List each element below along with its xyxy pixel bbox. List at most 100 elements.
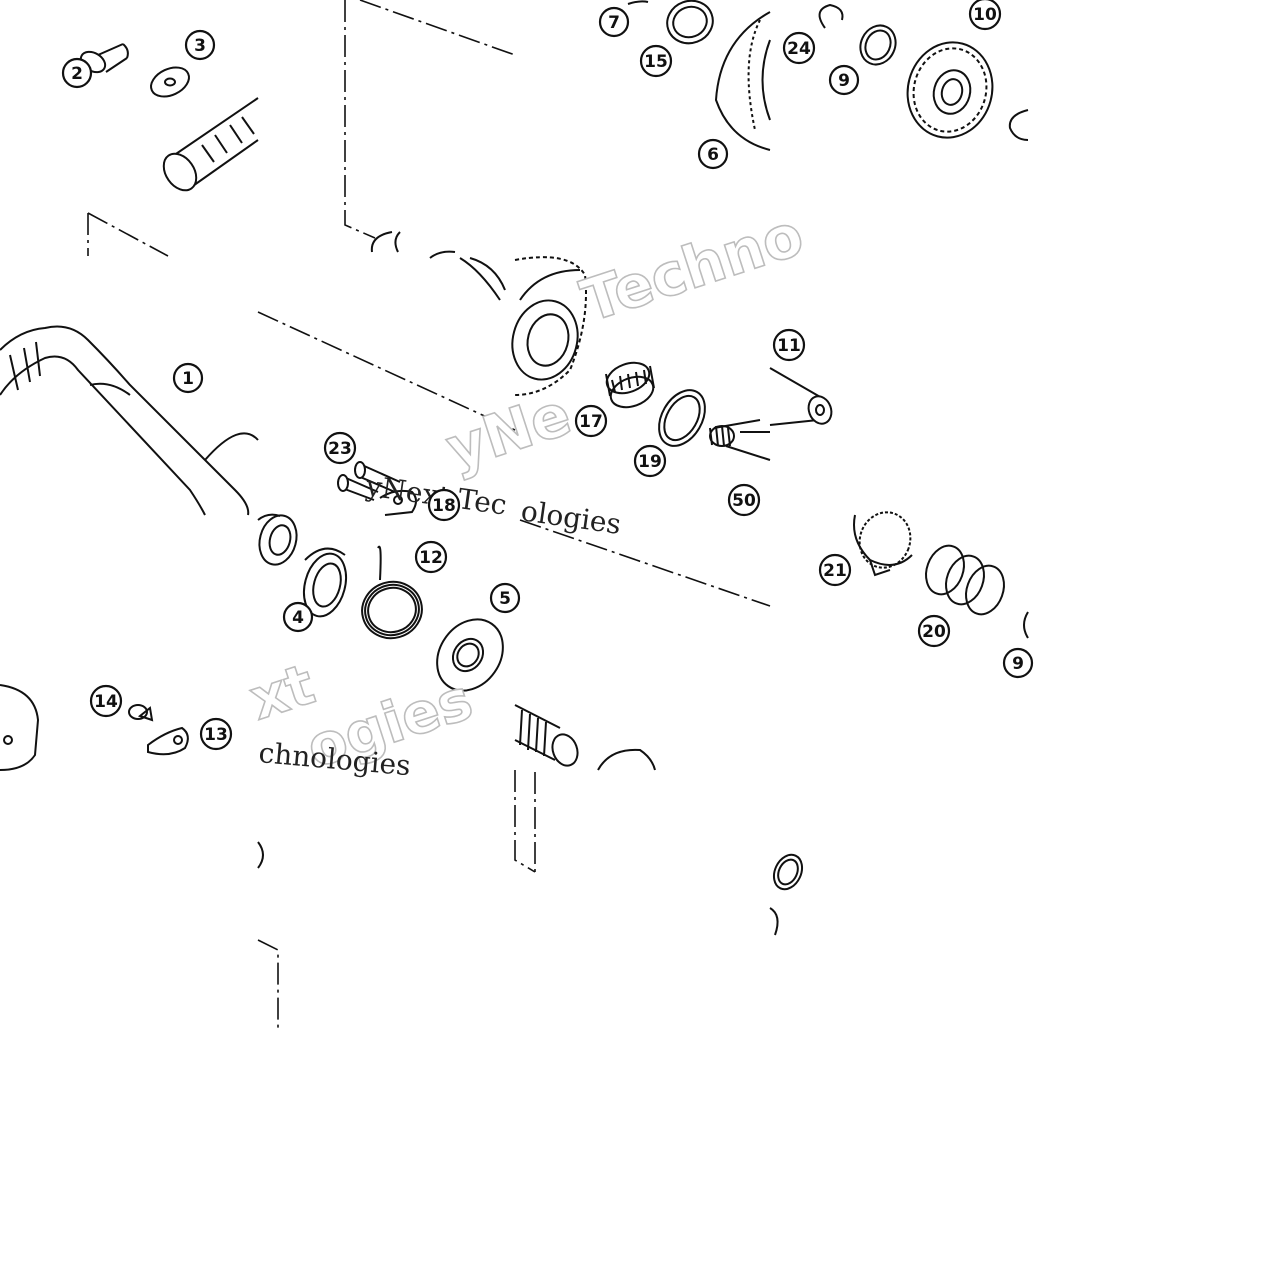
callout-label: 13 xyxy=(204,725,228,745)
circlip-part xyxy=(818,3,844,29)
callout-circle xyxy=(199,717,233,751)
bolt-part xyxy=(128,704,189,756)
circlip-part xyxy=(627,0,649,5)
callout-circle xyxy=(772,328,806,362)
part-callout-p3: 3 xyxy=(184,29,216,61)
callout-circle xyxy=(184,29,216,61)
callout-label: 3 xyxy=(194,36,206,56)
bearing-part xyxy=(257,513,298,566)
washer-part xyxy=(1023,611,1029,639)
gear-part xyxy=(429,250,587,396)
callout-circle xyxy=(282,601,314,633)
callout-circle xyxy=(633,444,667,478)
callout-circle xyxy=(917,614,951,648)
watermark-text: yNe xyxy=(438,380,579,484)
part-callout-p9b: 9 xyxy=(1002,647,1034,679)
callout-circle xyxy=(89,684,123,718)
part-callout-p17: 17 xyxy=(574,404,608,438)
part-callout-p11: 11 xyxy=(772,328,806,362)
callout-circle xyxy=(172,362,204,394)
spline-shaft-part xyxy=(514,704,656,771)
part-callout-p50: 50 xyxy=(727,483,761,517)
callout-circle xyxy=(598,6,630,38)
washer-part xyxy=(658,389,706,447)
callout-circle xyxy=(639,44,673,78)
part-callout-p21: 21 xyxy=(818,553,852,587)
callout-label: 17 xyxy=(579,412,603,432)
callout-label: 50 xyxy=(732,491,756,511)
part-callout-p13: 13 xyxy=(199,717,233,751)
callout-label: 15 xyxy=(644,52,668,72)
part-callout-p2: 2 xyxy=(61,57,93,89)
tube-part xyxy=(769,367,833,426)
washer-part xyxy=(436,618,504,692)
callout-circle xyxy=(427,488,461,522)
watermark: Techno yNe xt ogies yNext Tec ologies ch… xyxy=(241,199,812,782)
callout-circle xyxy=(323,431,357,465)
part-callout-p10: 10 xyxy=(968,0,1002,31)
washer-part xyxy=(150,66,190,98)
part-callout-p19: 19 xyxy=(633,444,667,478)
callout-circle xyxy=(727,483,761,517)
callout-label: 4 xyxy=(292,608,304,628)
shaft-part xyxy=(709,419,771,461)
callout-label: 12 xyxy=(419,548,443,568)
needle-bearing-part xyxy=(605,361,655,409)
callout-label: 9 xyxy=(1012,654,1024,674)
callout-label: 2 xyxy=(71,64,83,84)
part-callout-p7: 7 xyxy=(598,6,630,38)
callout-circle xyxy=(697,138,729,170)
part-callout-p9a: 9 xyxy=(828,64,860,96)
ring-part xyxy=(666,0,714,45)
gear-part xyxy=(906,41,994,139)
callout-label: 10 xyxy=(973,5,997,25)
callout-label: 7 xyxy=(608,13,620,33)
part-callout-p18: 18 xyxy=(427,488,461,522)
callout-label: 1 xyxy=(182,369,194,389)
bolt-part xyxy=(337,461,417,516)
callout-label: 24 xyxy=(787,39,811,59)
kick-lever-part xyxy=(0,325,259,771)
part-callout-p20: 20 xyxy=(917,614,951,648)
part-callout-p23: 23 xyxy=(323,431,357,465)
watermark-text: Techno xyxy=(573,200,811,335)
spring-part xyxy=(925,544,1005,616)
callout-label: 23 xyxy=(328,439,352,459)
part-callout-p4: 4 xyxy=(282,601,314,633)
part-callout-p12: 12 xyxy=(414,540,448,574)
callout-circle xyxy=(968,0,1002,31)
callout-circle xyxy=(574,404,608,438)
callout-circle xyxy=(828,64,860,96)
callout-label: 9 xyxy=(838,71,850,91)
callout-circle xyxy=(61,57,93,89)
callout-label: 5 xyxy=(499,589,511,609)
washer-part xyxy=(859,24,897,66)
part-callout-p24: 24 xyxy=(782,31,816,65)
sleeve-part xyxy=(1008,109,1029,141)
callout-circle xyxy=(782,31,816,65)
assembly-dash-lines xyxy=(87,0,771,1028)
callout-circle xyxy=(489,582,521,614)
callout-label: 18 xyxy=(432,496,456,516)
callout-circle xyxy=(1002,647,1034,679)
kick-shaft-part xyxy=(162,97,259,192)
part-callout-p5: 5 xyxy=(489,582,521,614)
callout-label: 6 xyxy=(707,145,719,165)
callout-label: 19 xyxy=(638,452,662,472)
callout-label: 11 xyxy=(777,336,801,356)
washer-part xyxy=(257,841,804,936)
part-callout-p15: 15 xyxy=(639,44,673,78)
callout-label: 14 xyxy=(94,692,118,712)
ratchet-part xyxy=(853,511,913,577)
part-callout-p14: 14 xyxy=(89,684,123,718)
spring-part xyxy=(361,545,423,640)
watermark-text: ologies xyxy=(519,494,623,541)
callout-circle xyxy=(414,540,448,574)
callout-label: 21 xyxy=(823,561,847,581)
circlip-part xyxy=(370,231,401,253)
gear-part xyxy=(714,11,771,151)
part-callout-p1: 1 xyxy=(172,362,204,394)
seal-part xyxy=(302,547,348,618)
